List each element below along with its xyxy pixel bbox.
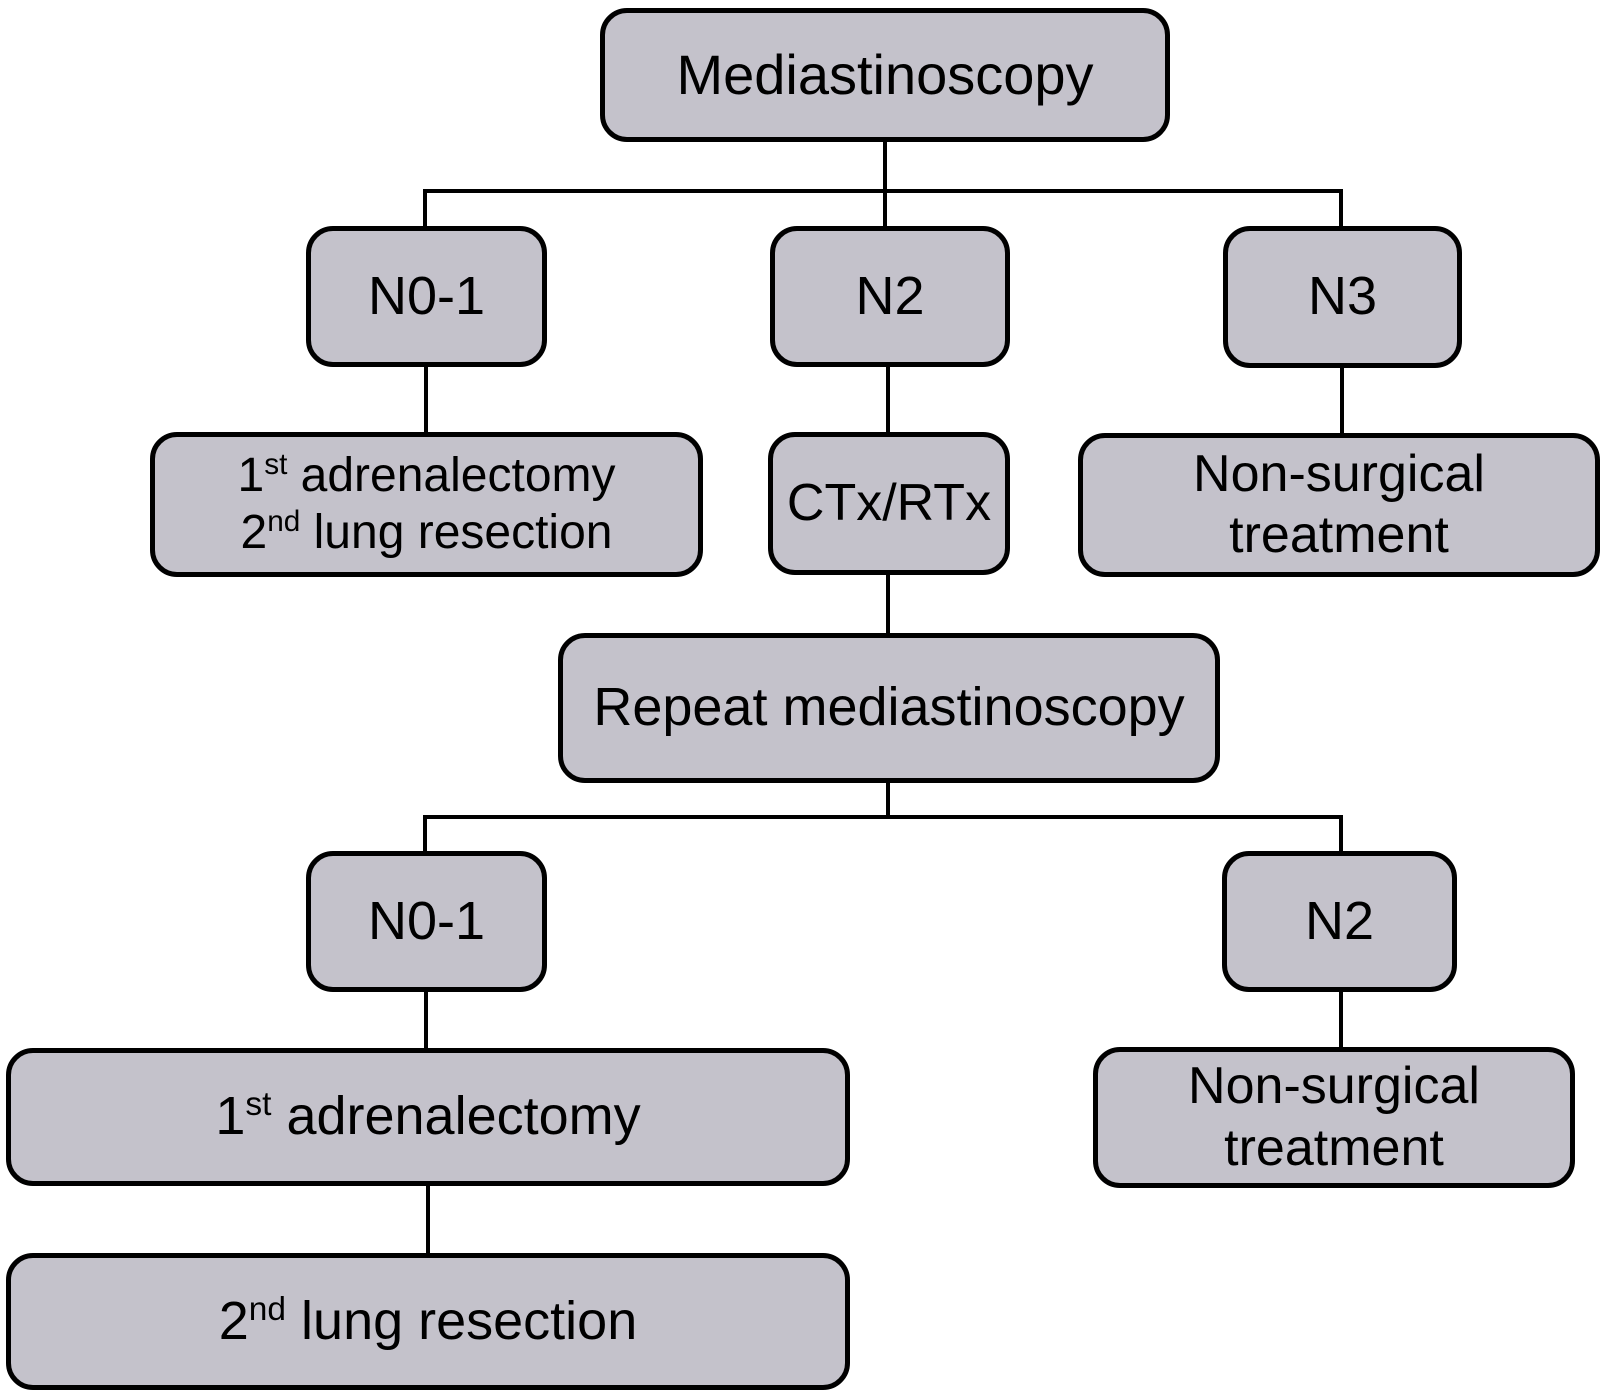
ordinal-number: 1	[237, 448, 265, 502]
node-n01-top: N0-1	[306, 226, 547, 367]
ordinal-number: 2	[240, 505, 268, 559]
node-adrenalectomy-first-line: 1st adrenalectomy	[215, 1085, 640, 1149]
connector-n3-to-nonsurgical	[1340, 363, 1344, 437]
node-mediastinoscopy: Mediastinoscopy	[600, 8, 1170, 142]
connector-branch2-left-drop	[423, 815, 427, 855]
connector-n01-to-adrenalectomy-lung	[424, 363, 428, 436]
connector-top-vertical	[883, 140, 887, 230]
ordinal-number: 1	[215, 1086, 246, 1147]
connector-branch1-left-drop	[423, 189, 427, 230]
node-n2-top: N2	[770, 226, 1010, 367]
node-adrenalectomy-first: 1st adrenalectomy	[6, 1048, 850, 1186]
connector-ctxrtx-to-repeat	[886, 572, 890, 637]
node-n3-top: N3	[1223, 226, 1462, 368]
node-n2-top-label: N2	[855, 265, 925, 326]
connector-n2-to-ctxrtx	[886, 363, 890, 436]
ordinal-number: 2	[218, 1290, 249, 1351]
node-nonsurgical-bottom-line1: Non-surgical	[1188, 1057, 1480, 1116]
ordinal-suffix: st	[245, 1086, 272, 1124]
node-lung-resection-second: 2nd lung resection	[6, 1253, 850, 1390]
node-adrenalectomy-lung-line2: 2nd lung resection	[241, 505, 613, 562]
connector-repeat-vertical	[886, 780, 890, 819]
connector-adrenalectomy-to-lungresection	[426, 1183, 430, 1256]
ordinal-suffix: nd	[267, 504, 301, 538]
node-nonsurgical-top-line1: Non-surgical	[1193, 444, 1485, 503]
line2-text: lung resection	[300, 505, 613, 559]
label-text: adrenalectomy	[271, 1086, 641, 1147]
node-nonsurgical-bottom-line2: treatment	[1224, 1118, 1444, 1177]
ordinal-suffix: st	[264, 447, 288, 481]
node-adrenalectomy-lung-line1: 1st adrenalectomy	[237, 448, 615, 505]
node-n3-top-label: N3	[1307, 266, 1378, 327]
connector-branch2-horizontal	[423, 815, 1343, 819]
connector-branch1-right-drop	[1339, 189, 1343, 230]
connector-branch2-right-drop	[1339, 815, 1343, 855]
node-n01-repeat-label: N0-1	[367, 890, 486, 951]
node-n01-repeat: N0-1	[306, 851, 547, 992]
node-adrenalectomy-lung: 1st adrenalectomy 2nd lung resection	[150, 432, 703, 577]
node-n2-repeat: N2	[1222, 851, 1457, 992]
label-text: lung resection	[286, 1290, 638, 1351]
node-repeat-mediastinoscopy-label: Repeat mediastinoscopy	[593, 677, 1185, 738]
node-n2-repeat-label: N2	[1304, 890, 1375, 951]
line1-text: adrenalectomy	[287, 448, 616, 502]
connector-n2repeat-to-nonsurgical	[1339, 989, 1343, 1050]
node-ctx-rtx: CTx/RTx	[768, 432, 1010, 575]
connector-n01repeat-to-adrenalectomy	[424, 989, 428, 1051]
node-nonsurgical-top-line2: treatment	[1229, 506, 1449, 564]
node-mediastinoscopy-label: Mediastinoscopy	[676, 42, 1094, 106]
node-nonsurgical-top: Non-surgical treatment	[1078, 433, 1600, 577]
ordinal-suffix: nd	[248, 1290, 287, 1328]
node-ctx-rtx-label: CTx/RTx	[786, 473, 992, 532]
node-repeat-mediastinoscopy: Repeat mediastinoscopy	[558, 633, 1220, 783]
node-nonsurgical-bottom: Non-surgical treatment	[1093, 1047, 1575, 1188]
connector-branch1-horizontal	[423, 189, 1343, 193]
node-lung-resection-second-line: 2nd lung resection	[219, 1290, 638, 1354]
node-n01-top-label: N0-1	[367, 265, 486, 326]
